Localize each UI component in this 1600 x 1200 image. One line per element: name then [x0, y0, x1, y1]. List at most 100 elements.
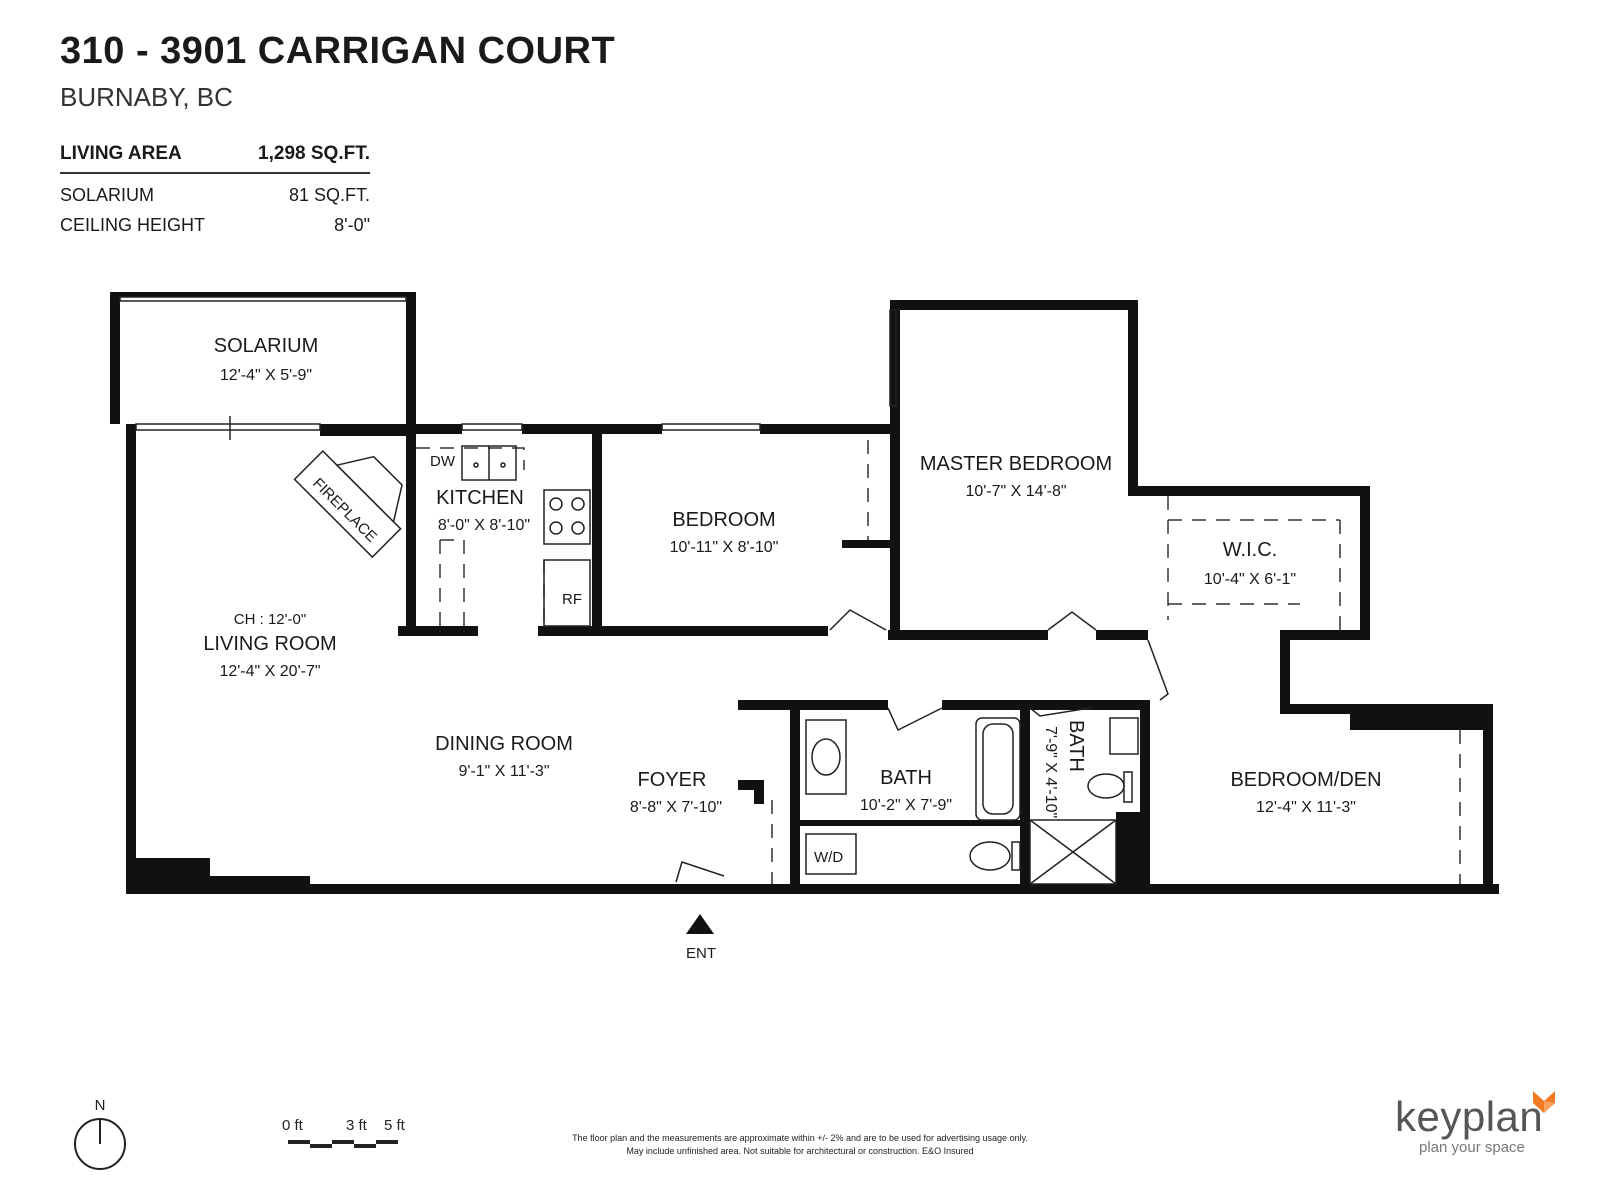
washer-dryer-label: W/D [814, 849, 843, 866]
wall [754, 780, 764, 804]
ensuite-bath-dims: 7'-9" X 4'-10" [1042, 726, 1059, 818]
wall [1128, 486, 1370, 496]
ceiling-height-row: CEILING HEIGHT 8'-0" [60, 210, 370, 240]
wall [888, 630, 1048, 640]
wall [320, 424, 410, 436]
scale-five-label: 5 ft [384, 1117, 406, 1134]
master-bedroom-name: MASTER BEDROOM [920, 453, 1112, 475]
entrance-label: ENT [686, 945, 716, 962]
area-summary: LIVING AREA 1,298 SQ.FT. SOLARIUM 81 SQ.… [60, 136, 370, 240]
wall [1096, 630, 1148, 640]
wall [136, 858, 210, 884]
solarium-name: SOLARIUM [214, 335, 318, 357]
windows [119, 296, 897, 440]
wall [790, 700, 800, 894]
sink-icon [1109, 717, 1139, 755]
solarium-area-label: SOLARIUM [60, 184, 155, 205]
foyer-dims: 8'-8" X 7'-10" [630, 799, 722, 816]
dashed-lines [416, 440, 1461, 884]
wall [1280, 630, 1290, 710]
living-ceiling-height: CH : 12'-0" [234, 611, 306, 628]
living-area-row: LIVING AREA 1,298 SQ.FT. [60, 136, 370, 174]
wic-dims: 10'-4" X 6'-1" [1204, 571, 1296, 588]
living-room-dims: 12'-4" X 20'-7" [219, 663, 320, 680]
wall [800, 820, 1020, 826]
bedroom-name: BEDROOM [672, 509, 775, 531]
brand-logo: keyplan plan your space [1395, 1091, 1555, 1156]
wall [406, 292, 416, 424]
wall [406, 424, 416, 634]
disclaimer: The floor plan and the measurements are … [500, 1132, 1100, 1158]
solarium-dims: 12'-4" X 5'-9" [220, 367, 312, 384]
wall [1280, 630, 1370, 640]
wall [110, 292, 120, 424]
bath-dims: 10'-2" X 7'-9" [860, 797, 952, 814]
bedroom-dims: 10'-11" X 8'-10" [670, 539, 779, 556]
toilet-icon [969, 841, 1011, 871]
living-area-label: LIVING AREA [60, 143, 182, 164]
bedroom-den-dims: 12'-4" X 11'-3" [1256, 799, 1356, 816]
wall [110, 292, 414, 297]
wall [1350, 704, 1490, 730]
kitchen-name: KITCHEN [436, 487, 524, 509]
fireplace-icon [293, 449, 403, 559]
foyer-name: FOYER [638, 769, 707, 791]
kitchen-dims: 8'-0" X 8'-10" [438, 517, 530, 534]
wall [522, 424, 662, 434]
master-bedroom-dims: 10'-7" X 14'-8" [965, 483, 1066, 500]
fox-logo-icon [1533, 1091, 1555, 1113]
wall [538, 626, 828, 636]
entrance-arrow-icon [686, 914, 714, 934]
stove-icon [543, 489, 591, 545]
dishwasher-label: DW [430, 453, 456, 470]
wall [890, 300, 1138, 310]
brand-name: keyplan [1395, 1093, 1544, 1140]
scale-bar: 0 ft 3 ft 5 ft [280, 1116, 420, 1161]
wall [760, 424, 900, 434]
ceiling-height-value: 8'-0" [334, 214, 370, 235]
solarium-area-row: SOLARIUM 81 SQ.FT. [60, 180, 370, 210]
north-compass: N [72, 1096, 132, 1181]
ensuite-bath-dims-label: 7'-9" X 4'-10" [1042, 726, 1059, 818]
walls [110, 292, 1499, 894]
property-address: 310 - 3901 CARRIGAN COURT [60, 30, 616, 72]
wall [592, 434, 602, 634]
wall [126, 424, 136, 894]
ceiling-height-label: CEILING HEIGHT [60, 214, 206, 235]
wall [1116, 812, 1150, 894]
bathtub-icon [975, 717, 1021, 821]
bath-fixtures [805, 717, 1139, 885]
north-label: N [95, 1097, 106, 1114]
disclaimer-line-2: May include unfinished area. Not suitabl… [626, 1146, 974, 1156]
wall [1140, 700, 1150, 894]
wall [1483, 704, 1493, 894]
wall [210, 876, 310, 884]
scale-zero-label: 0 ft [282, 1117, 304, 1134]
wall [1360, 486, 1370, 640]
bedroom-den-name: BEDROOM/DEN [1230, 769, 1381, 791]
wall [126, 884, 1499, 894]
doors [675, 609, 1169, 883]
wall [406, 424, 462, 434]
kitchen-fixtures [461, 445, 591, 627]
toilet-icon [1087, 773, 1125, 799]
wall [1090, 700, 1150, 710]
wall [738, 700, 888, 710]
wall [842, 540, 892, 548]
room-labels: SOLARIUM 12'-4" X 5'-9" KITCHEN 8'-0" X … [203, 335, 1381, 816]
washer-dryer-icon [805, 833, 857, 875]
wall [1020, 700, 1030, 894]
living-room-name: LIVING ROOM [203, 633, 336, 655]
scale-three-label: 3 ft [346, 1117, 368, 1134]
fridge-label: RF [562, 591, 582, 608]
vanity-icon [805, 719, 847, 795]
wall [738, 780, 764, 790]
shower-icon [1029, 819, 1117, 885]
ensuite-bath-label: BATH [1065, 720, 1087, 772]
living-area-value: 1,298 SQ.FT. [258, 143, 370, 164]
ensuite-bath-name: BATH [1065, 720, 1087, 772]
fridge-icon [543, 559, 591, 627]
dining-room-name: DINING ROOM [435, 733, 573, 755]
property-city: BURNABY, BC [60, 82, 233, 112]
